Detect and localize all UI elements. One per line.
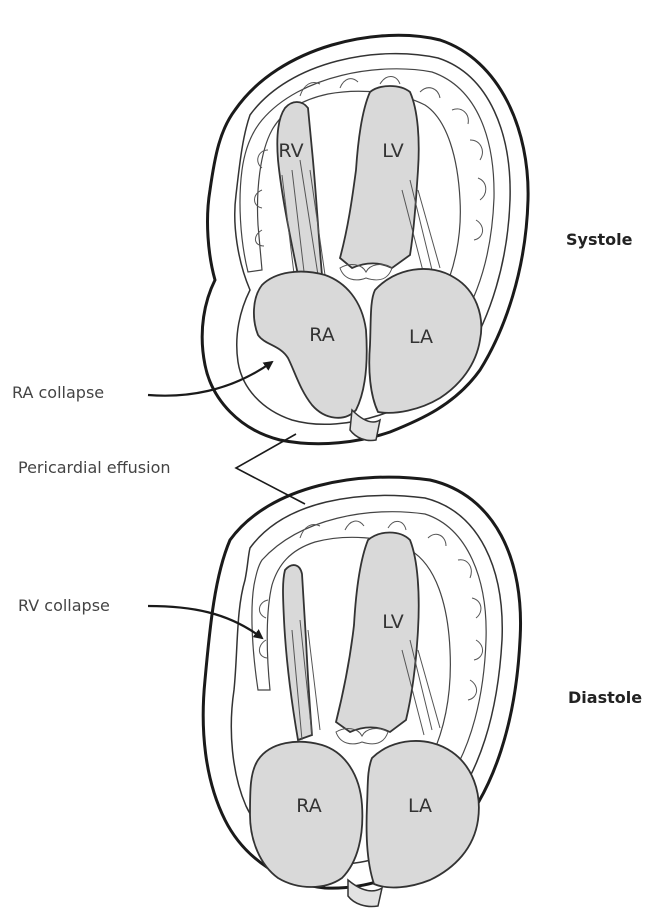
diastole-label-ra: RA: [296, 795, 321, 817]
rv-collapse-label: RV collapse: [18, 596, 110, 615]
systole-label-lv: LV: [382, 140, 404, 162]
systole-label-rv: RV: [278, 140, 303, 162]
systole-label-la: LA: [409, 326, 433, 348]
diastole-heart: LV RA LA: [203, 477, 520, 906]
ra-collapse-label: RA collapse: [12, 383, 104, 402]
systole-label-ra: RA: [309, 324, 334, 346]
systole-heart: RV LV RA LA: [202, 35, 528, 443]
diastole-label-lv: LV: [382, 611, 404, 633]
diastole-label-la: LA: [408, 795, 432, 817]
systole-phase-label: Systole: [566, 230, 633, 249]
pericardial-effusion-label: Pericardial effusion: [18, 458, 171, 477]
diastole-phase-label: Diastole: [568, 688, 642, 707]
